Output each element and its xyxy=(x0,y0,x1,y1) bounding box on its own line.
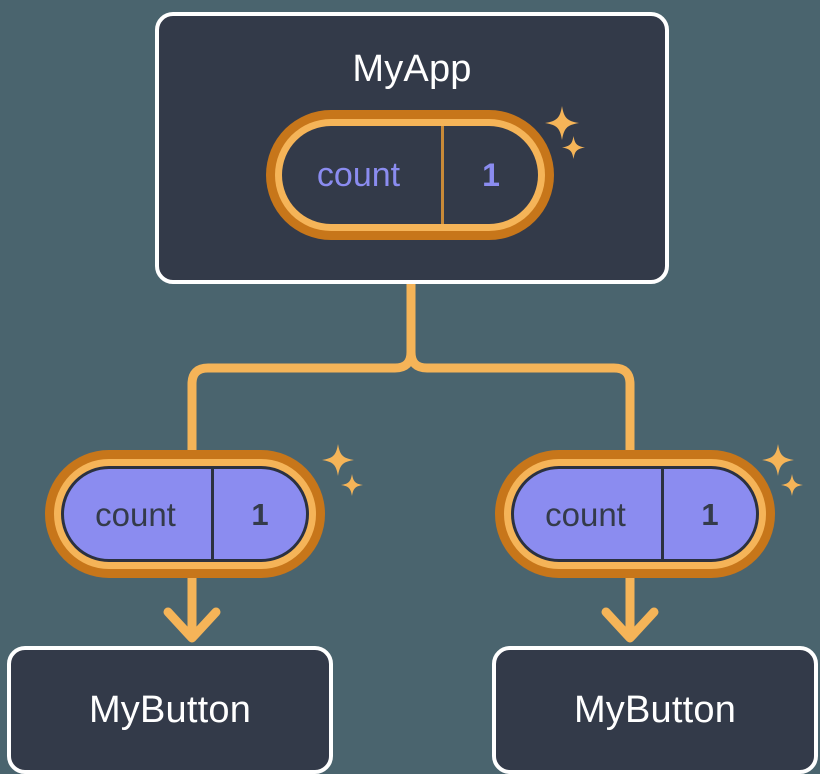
component-label-mybutton: MyButton xyxy=(573,689,737,731)
state-pill-ring: count 1 xyxy=(54,459,316,569)
state-pill-ring: count 1 xyxy=(504,459,766,569)
state-value-label: 1 xyxy=(441,126,538,224)
wire-root-to-left-state xyxy=(187,278,416,457)
state-value-label: 1 xyxy=(661,469,756,559)
state-pill-body: count 1 xyxy=(61,466,309,562)
state-key-label: count xyxy=(316,156,401,194)
sparkle-icon xyxy=(762,444,794,476)
state-key-label: count xyxy=(95,495,176,533)
sparkle-icon xyxy=(781,474,803,496)
component-node-mybutton-left[interactable]: MyButton xyxy=(7,646,333,774)
component-label-myapp: MyApp xyxy=(352,48,472,90)
sparkle-icon xyxy=(322,444,354,476)
state-pill-body: count 1 xyxy=(282,126,538,224)
state-pill-body: count 1 xyxy=(511,466,759,562)
wire-root-to-right-state xyxy=(406,278,635,457)
sparkle-icon xyxy=(341,474,363,496)
state-value-label: 1 xyxy=(211,469,306,559)
arrow-right-state-to-button xyxy=(601,571,659,643)
arrow-left-state-to-button xyxy=(163,571,221,643)
state-pill-ring: count 1 xyxy=(275,119,545,231)
state-key-label: count xyxy=(545,495,626,533)
component-node-mybutton-right[interactable]: MyButton xyxy=(492,646,818,774)
state-pill-myapp[interactable]: count 1 xyxy=(266,110,554,240)
component-label-mybutton: MyButton xyxy=(88,689,252,731)
state-pill-right[interactable]: count 1 xyxy=(495,450,775,578)
state-pill-left[interactable]: count 1 xyxy=(45,450,325,578)
